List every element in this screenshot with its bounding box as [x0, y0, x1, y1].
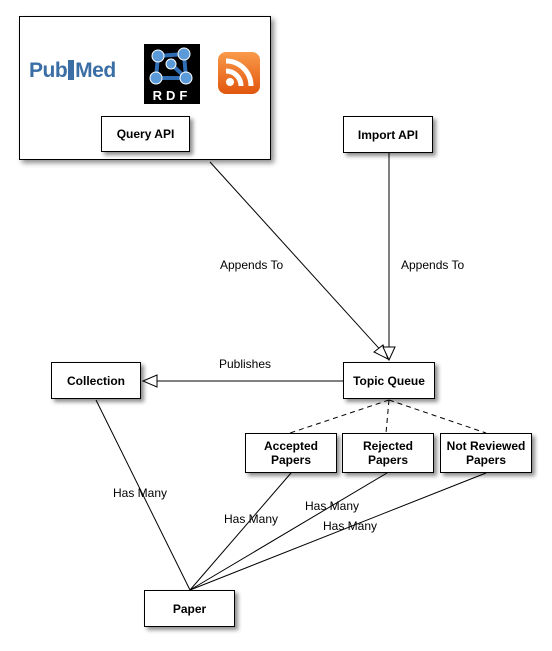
edge-label-rejected-has-many: Has Many — [305, 499, 360, 513]
edge-label-not-reviewed-has-many: Has Many — [323, 519, 378, 533]
dashed-edge-rejected — [385, 399, 390, 434]
edge-rejected-paper — [189, 472, 388, 591]
edge-query-to-queue — [209, 161, 386, 356]
accepted-papers-node: Accepted Papers — [245, 433, 337, 473]
rdf-logo: RDF — [144, 44, 200, 104]
source-panel: Pub Med RDF — [19, 16, 271, 160]
query-api-node: Query API — [101, 116, 190, 152]
pubmed-logo-med: Med — [75, 59, 116, 82]
topic-queue-node: Topic Queue — [343, 362, 435, 399]
pubmed-logo-pub: Pub — [29, 59, 68, 82]
edge-label-accepted-has-many: Has Many — [224, 512, 279, 526]
edge-accepted-paper — [189, 472, 292, 591]
rejected-papers-node: Rejected Papers — [342, 433, 434, 473]
collection-node: Collection — [51, 362, 141, 399]
rss-icon — [218, 52, 260, 94]
edge-not-reviewed-paper — [189, 472, 487, 591]
dashed-edge-not-reviewed — [388, 399, 487, 434]
edge-label-query-appends: Appends To — [220, 258, 284, 272]
arrowhead-open — [141, 374, 158, 388]
rdf-logo-text: RDF — [152, 88, 192, 103]
edge-collection-paper — [95, 399, 191, 591]
pubmed-book-icon — [68, 60, 75, 80]
edge-label-import-appends: Appends To — [401, 258, 465, 272]
edge-label-collection-has-many: Has Many — [113, 486, 168, 500]
pubmed-logo: Pub Med — [29, 59, 116, 83]
paper-node: Paper — [144, 590, 235, 627]
not-reviewed-papers-node: Not Reviewed Papers — [440, 433, 532, 473]
arrowhead-open — [382, 346, 396, 362]
edge-label-publishes: Publishes — [219, 357, 272, 371]
rdf-graph-icon — [144, 44, 200, 104]
dashed-edge-accepted — [289, 399, 390, 434]
import-api-node: Import API — [343, 116, 433, 153]
